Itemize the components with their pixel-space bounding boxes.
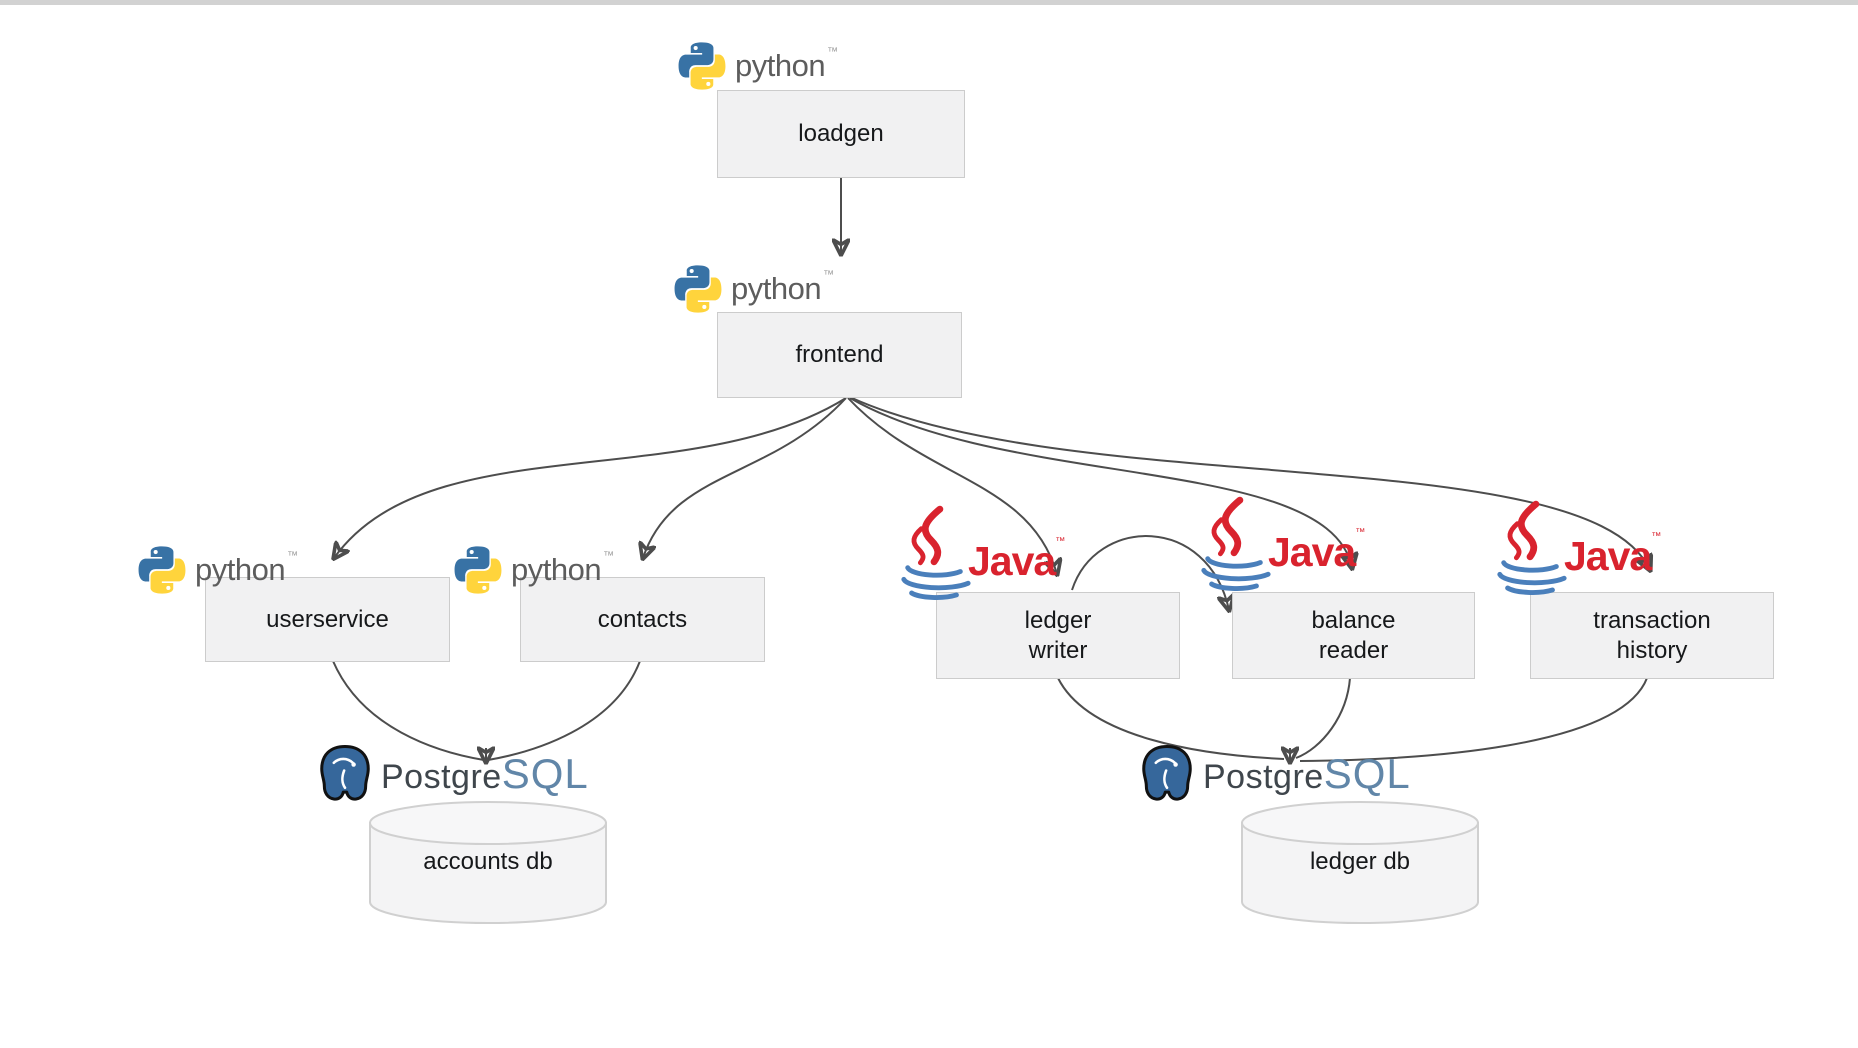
python-icon xyxy=(674,265,722,313)
node-label: loadgen xyxy=(798,120,884,147)
edge-frontend-balance-reader xyxy=(849,397,1352,568)
postgresql-wordmark-postgre: Postgre xyxy=(381,758,502,796)
python-logo: python ™ xyxy=(452,544,614,596)
node-ledger-writer: ledger writer xyxy=(936,592,1180,679)
edge-balance-reader-ledger-db xyxy=(1295,677,1351,759)
python-icon xyxy=(454,546,502,594)
trademark-symbol: ™ xyxy=(823,269,835,281)
node-label: accounts db xyxy=(423,848,553,875)
node-label: writer xyxy=(1028,636,1088,664)
python-wordmark: python xyxy=(731,271,822,306)
node-ledger-db: ledger db xyxy=(1240,800,1480,925)
edge-frontend-transaction-history xyxy=(851,397,1650,570)
node-transaction-history: transaction history xyxy=(1530,592,1774,679)
edge-contacts-accounts-db xyxy=(487,660,641,761)
node-contacts: contacts xyxy=(520,577,765,662)
python-logo: python ™ xyxy=(676,40,838,92)
java-icon xyxy=(901,505,971,600)
edge-userservice-accounts-db xyxy=(332,660,485,761)
window-top-strip xyxy=(0,0,1858,5)
node-accounts-db: accounts db xyxy=(368,800,608,925)
trademark-symbol: ™ xyxy=(827,46,839,58)
java-logo: Java ™ xyxy=(896,505,1065,603)
node-loadgen: loadgen xyxy=(717,90,965,178)
java-icon xyxy=(1201,496,1271,591)
trademark-symbol: ™ xyxy=(1355,527,1366,538)
java-logo: Java ™ xyxy=(1196,496,1365,594)
node-frontend: frontend xyxy=(717,312,962,398)
postgresql-elephant-icon xyxy=(320,744,370,801)
java-logo: Java ™ xyxy=(1492,500,1661,598)
database-cylinder-icon xyxy=(369,801,607,924)
edge-frontend-ledger-writer xyxy=(847,397,1057,574)
python-icon xyxy=(138,546,186,594)
java-wordmark: Java xyxy=(1268,529,1356,575)
node-label: transaction xyxy=(1593,606,1711,634)
node-balance-reader: balance reader xyxy=(1232,592,1475,679)
trademark-symbol: ™ xyxy=(287,550,299,562)
node-label: ledger db xyxy=(1309,848,1411,875)
python-icon xyxy=(678,42,726,90)
node-label: ledger xyxy=(1024,606,1092,634)
java-icon xyxy=(1497,500,1567,595)
trademark-symbol: ™ xyxy=(603,550,615,562)
node-label: frontend xyxy=(795,341,884,368)
python-wordmark: python xyxy=(735,48,826,83)
database-cylinder-icon xyxy=(1241,801,1479,924)
postgresql-wordmark-sql: SQL xyxy=(1323,750,1411,797)
node-label: history xyxy=(1616,636,1688,664)
python-wordmark: python xyxy=(511,552,602,587)
python-logo: python ™ xyxy=(672,263,834,315)
node-userservice: userservice xyxy=(205,577,450,662)
node-label: contacts xyxy=(597,605,688,633)
postgresql-wordmark-sql: SQL xyxy=(501,750,589,797)
python-wordmark: python xyxy=(195,552,286,587)
postgresql-logo: Postgre SQL xyxy=(1136,743,1411,805)
edge-transaction-history-ledger-db xyxy=(1299,677,1648,762)
node-label: balance xyxy=(1311,606,1396,634)
node-label: reader xyxy=(1318,636,1389,664)
trademark-symbol: ™ xyxy=(1055,536,1066,547)
node-label: userservice xyxy=(266,605,389,633)
edge-frontend-contacts xyxy=(643,397,847,558)
postgresql-elephant-icon xyxy=(1142,744,1192,801)
python-logo: python ™ xyxy=(136,544,298,596)
java-wordmark: Java xyxy=(968,538,1056,584)
java-wordmark: Java xyxy=(1564,533,1652,579)
trademark-symbol: ™ xyxy=(1651,531,1662,542)
edge-frontend-userservice xyxy=(334,397,847,558)
postgresql-logo: Postgre SQL xyxy=(314,743,589,805)
edge-ledger-writer-ledger-db xyxy=(1057,677,1285,760)
postgresql-wordmark-postgre: Postgre xyxy=(1203,758,1324,796)
